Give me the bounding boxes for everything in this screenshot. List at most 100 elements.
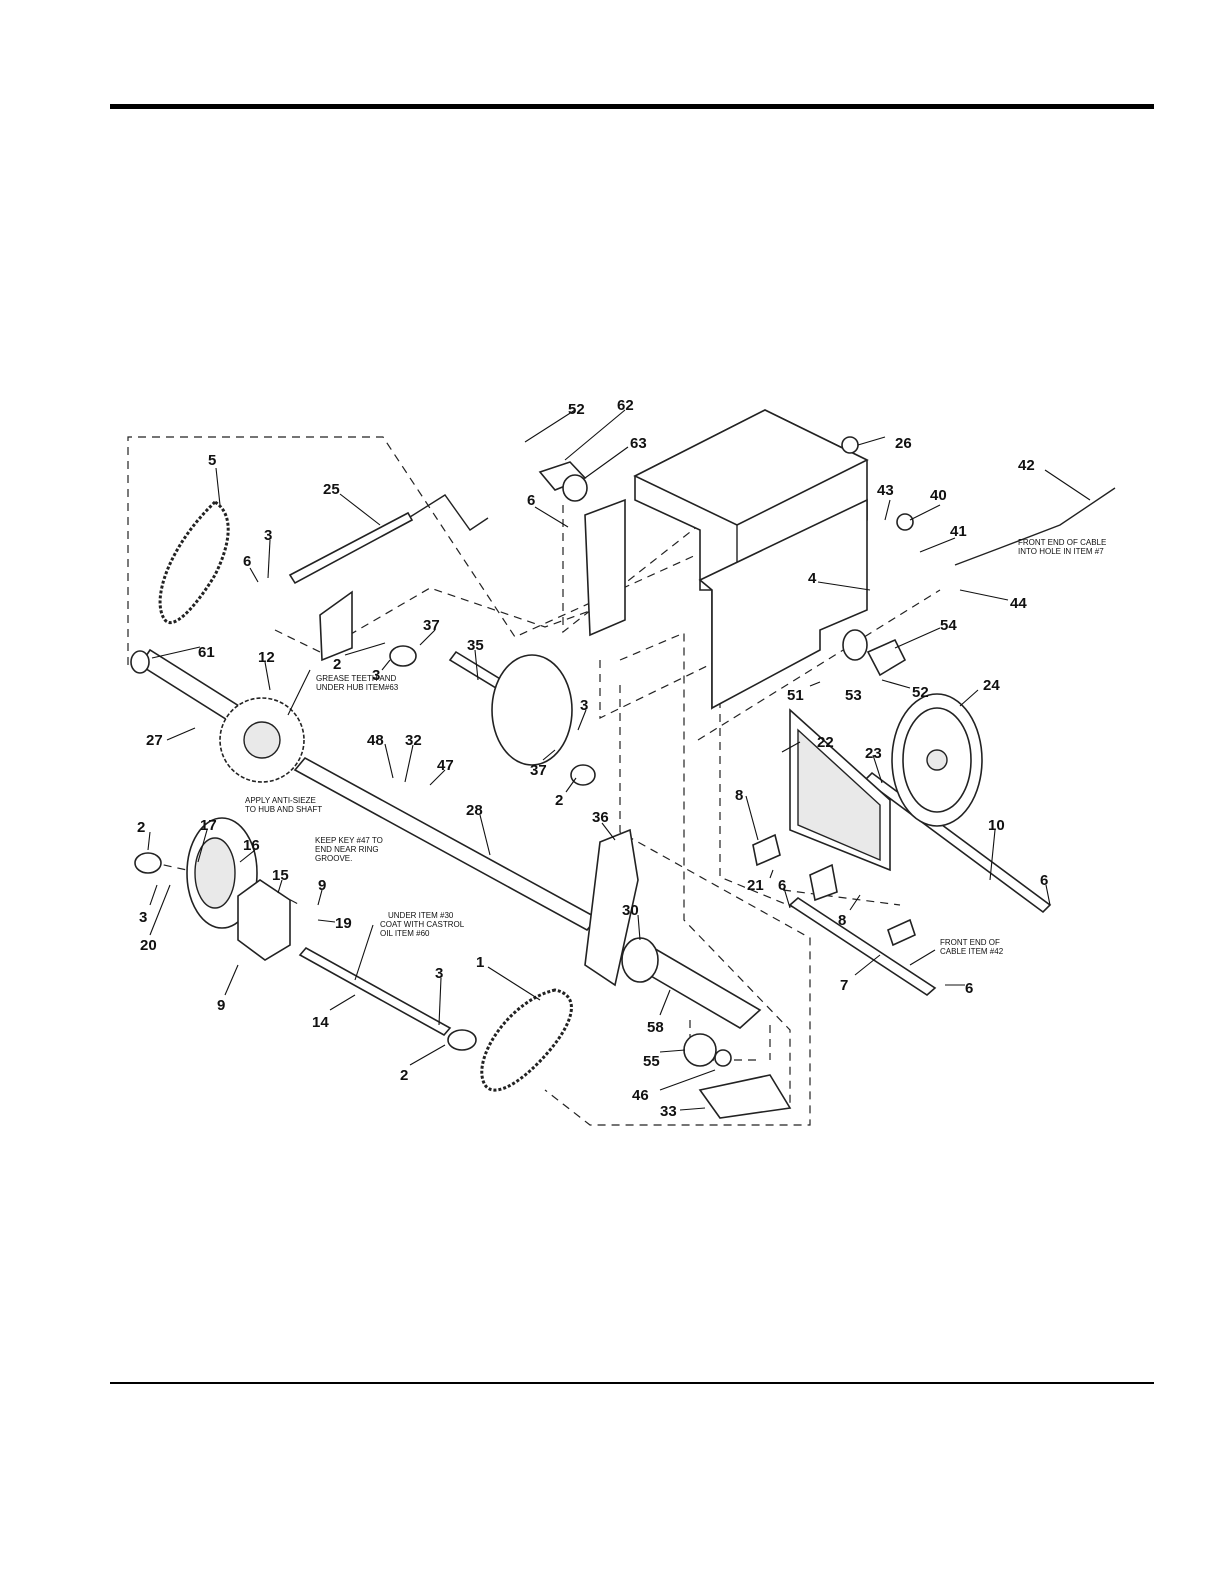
note-under-item-3: OIL ITEM #60 <box>380 929 430 938</box>
assembly-notes: FRONT END OF CABLE INTO HOLE IN ITEM #7 … <box>245 538 1106 956</box>
spring-8c <box>887 918 916 947</box>
callout-8-top: 8 <box>735 787 743 804</box>
callout-3-right: 3 <box>580 697 588 714</box>
note-cable-item-1: FRONT END OF <box>940 938 1000 947</box>
callout-44: 44 <box>1010 595 1027 612</box>
flange-2b <box>389 645 417 667</box>
callout-41: 41 <box>950 523 967 540</box>
note-cable-item-2: CABLE ITEM #42 <box>940 947 1004 956</box>
callout-37-bottom: 37 <box>530 762 547 779</box>
callout-9-bottom: 9 <box>217 997 225 1014</box>
callout-17: 17 <box>200 817 217 834</box>
callout-7: 7 <box>840 977 848 994</box>
pulley-40 <box>896 513 914 531</box>
callout-21: 21 <box>747 877 764 894</box>
callout-6-top: 6 <box>243 553 251 570</box>
callout-19: 19 <box>335 915 352 932</box>
callout-10: 10 <box>988 817 1005 834</box>
callout-52: 52 <box>568 401 585 418</box>
flange-2d <box>447 1029 477 1051</box>
callout-22: 22 <box>817 734 834 751</box>
callout-55: 55 <box>643 1053 660 1070</box>
flange-2c <box>570 764 596 786</box>
note-under-item-2: COAT WITH CASTROL <box>380 920 465 929</box>
drive-plate-inner <box>194 837 236 909</box>
callout-23: 23 <box>865 745 882 762</box>
callout-33: 33 <box>660 1103 677 1120</box>
bushing-63 <box>562 474 588 502</box>
callout-42: 42 <box>1018 457 1035 474</box>
callout-12: 12 <box>258 649 275 666</box>
callout-6-center: 6 <box>778 877 786 894</box>
sprocket-hub <box>243 721 281 759</box>
top-rule <box>110 104 1154 109</box>
callout-2-left: 2 <box>137 819 145 836</box>
grommet-26 <box>841 436 859 454</box>
note-grease-2: UNDER HUB ITEM#63 <box>316 683 399 692</box>
note-keep-key-2: END NEAR RING <box>315 845 379 854</box>
callout-1: 1 <box>476 954 484 971</box>
callout-24: 24 <box>983 677 1000 694</box>
lever-bracket <box>319 590 353 662</box>
callout-15: 15 <box>272 867 289 884</box>
bottom-rule <box>110 1382 1154 1384</box>
callout-3-lower: 3 <box>435 965 443 982</box>
callout-3-mid: 3 <box>372 667 380 684</box>
chain-upper <box>158 500 230 624</box>
note-keep-key-3: GROOVE. <box>315 854 352 863</box>
collar <box>621 937 659 983</box>
hub-bracket <box>237 879 291 961</box>
callout-40: 40 <box>930 487 947 504</box>
callout-36: 36 <box>592 809 609 826</box>
washer-46 <box>714 1049 732 1067</box>
callout-53: 53 <box>845 687 862 704</box>
bracket-plate-inner <box>797 728 881 862</box>
callout-63: 63 <box>630 435 647 452</box>
callout-51: 51 <box>787 687 804 704</box>
callout-54: 54 <box>940 617 957 634</box>
bushing-53 <box>842 629 868 661</box>
callout-61: 61 <box>198 644 215 661</box>
callout-37-top: 37 <box>423 617 440 634</box>
frame-housing <box>584 409 869 710</box>
callout-48: 48 <box>367 732 384 749</box>
note-front-cable-1: FRONT END OF CABLE <box>1018 538 1106 547</box>
callout-58: 58 <box>647 1019 664 1036</box>
callout-6-frame: 6 <box>527 492 535 509</box>
callout-2-mid: 2 <box>333 656 341 673</box>
flange-54 <box>866 638 907 677</box>
callout-35: 35 <box>467 637 484 654</box>
callout-2-lower: 2 <box>400 1067 408 1084</box>
callout-4: 4 <box>808 570 817 587</box>
callout-30: 30 <box>622 902 639 919</box>
shift-fork <box>584 828 639 987</box>
note-anti-sieze-2: TO HUB AND SHAFT <box>245 805 322 814</box>
callout-6-cable: 6 <box>965 980 973 997</box>
callout-26: 26 <box>895 435 912 452</box>
callout-20: 20 <box>140 937 157 954</box>
support-bracket <box>698 1074 792 1119</box>
cable-42 <box>954 487 1116 566</box>
note-grease-1: GREASE TEETH AND <box>316 674 397 683</box>
spring-8b <box>809 863 838 902</box>
spring-8a <box>752 833 781 867</box>
callout-52-right: 52 <box>912 684 929 701</box>
note-anti-sieze-1: APPLY ANTI-SIEZE <box>245 796 316 805</box>
note-keep-key-1: KEEP KEY #47 TO <box>315 836 383 845</box>
callout-5: 5 <box>208 452 216 469</box>
callout-25: 25 <box>323 481 340 498</box>
callout-47: 47 <box>437 757 454 774</box>
callout-9-top: 9 <box>318 877 326 894</box>
callout-32: 32 <box>405 732 422 749</box>
callout-16: 16 <box>243 837 260 854</box>
callout-46: 46 <box>632 1087 649 1104</box>
callout-3-top: 3 <box>264 527 272 544</box>
friction-disc <box>491 654 573 766</box>
callout-14: 14 <box>312 1014 329 1031</box>
flange-2a <box>134 852 162 874</box>
callout-6-far-right: 6 <box>1040 872 1048 889</box>
callout-27: 27 <box>146 732 163 749</box>
callout-2-right: 2 <box>555 792 563 809</box>
pulley-hub <box>926 749 948 771</box>
